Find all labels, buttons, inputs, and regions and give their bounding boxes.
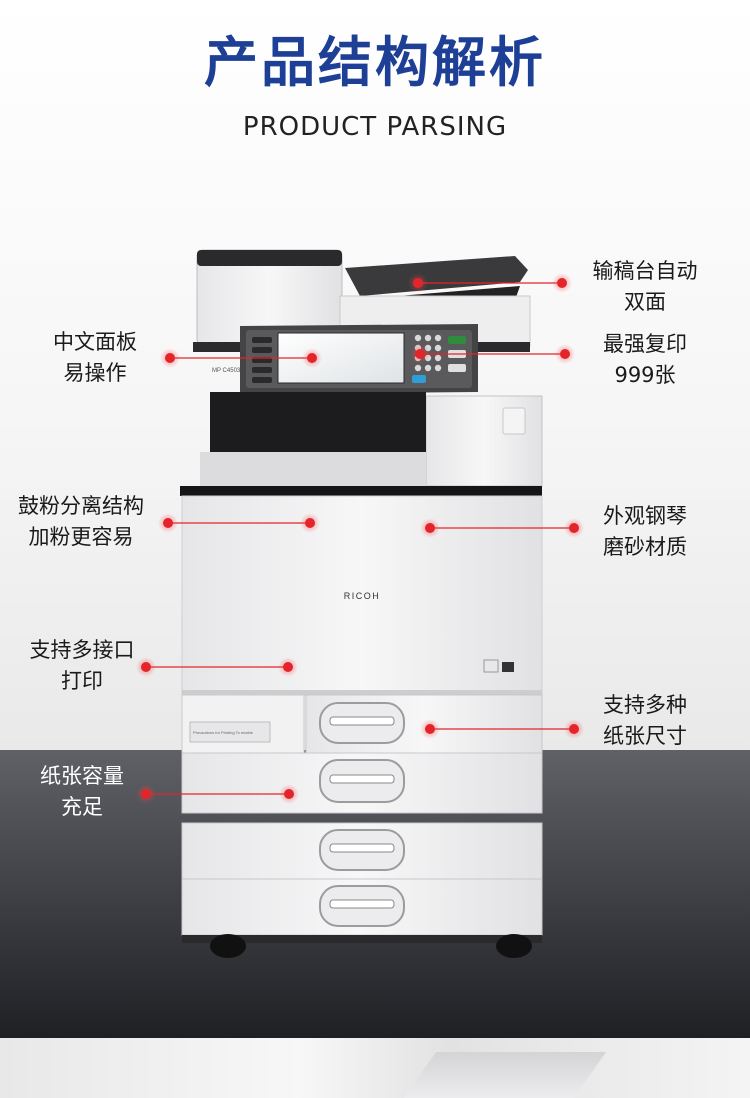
feature-finish-label: 外观钢琴磨砂材质 (603, 504, 687, 559)
model-label: MP C4503 (212, 368, 241, 374)
feature-interface-label: 支持多接口打印 (29, 638, 135, 693)
feature-drum-label: 鼓粉分离结构加粉更容易 (18, 494, 144, 549)
feature-paper-size-label: 支持多种纸张尺寸 (603, 693, 687, 748)
next-section-preview (0, 1038, 750, 1098)
page-subtitle: PRODUCT PARSING (242, 112, 508, 142)
brand-logo: RICOH (344, 591, 381, 601)
feature-capacity-label: 纸张容量充足 (40, 764, 124, 819)
feature-adf-label: 输稿台自动双面 (592, 259, 698, 314)
caution-label: Precautions for Printing To enable (193, 730, 254, 735)
page-title: 产品结构解析 (204, 31, 546, 94)
feature-panel-label: 中文面板易操作 (53, 330, 137, 385)
